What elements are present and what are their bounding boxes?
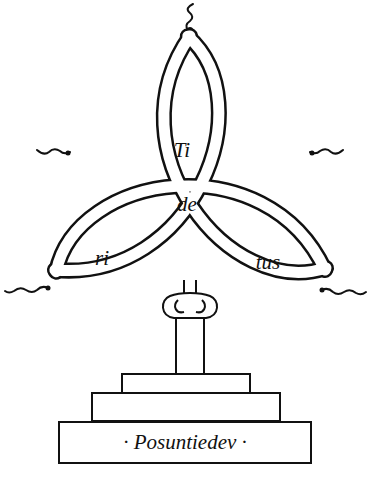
- inscription: · Posuntiedev ·: [123, 430, 247, 455]
- syllable-label: de: [177, 192, 197, 217]
- pedestal-box: · Posuntiedev ·: [58, 421, 312, 464]
- syllable-label: ri: [95, 246, 109, 271]
- syllable-label: tus: [256, 250, 281, 275]
- syllable-label: Ti: [174, 138, 190, 163]
